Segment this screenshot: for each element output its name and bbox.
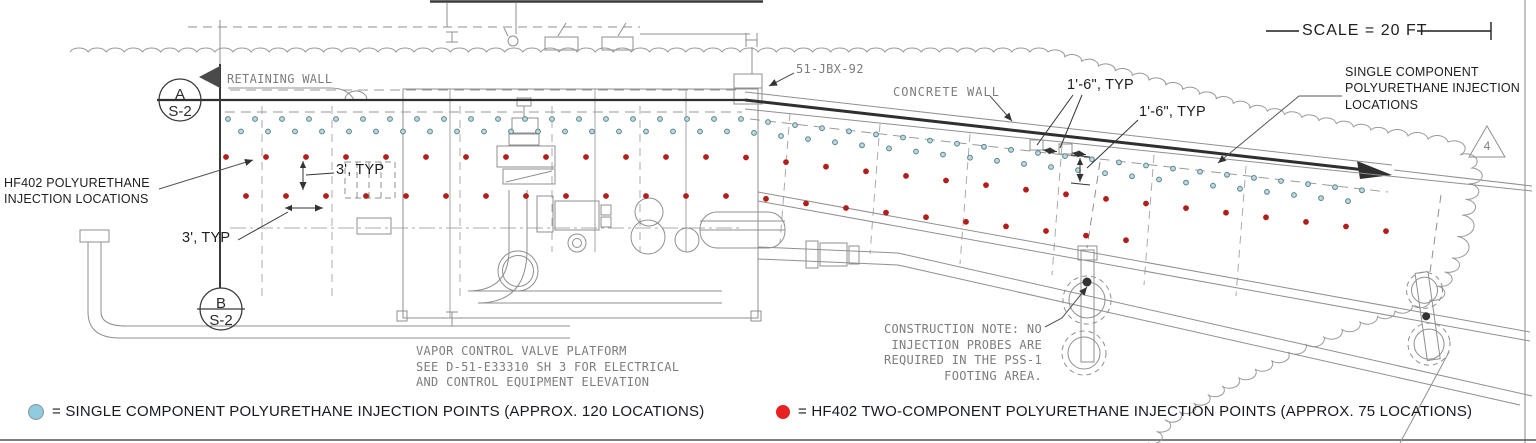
retaining-wall-label: RETAINING WALL bbox=[227, 72, 333, 86]
legend-single-component-text: = SINGLE COMPONENT POLYURETHANE INJECTIO… bbox=[52, 403, 705, 420]
scale-bar-lines bbox=[1266, 22, 1492, 40]
section-marker-a-letter: A bbox=[174, 86, 185, 103]
section-cut-line bbox=[199, 20, 221, 288]
vapor-platform-note: VAPOR CONTROL VALVE PLATFORM SEE D-51-E3… bbox=[416, 344, 680, 390]
platform-equipment-linework bbox=[344, 88, 786, 322]
pipes-linework bbox=[79, 191, 1533, 406]
label-leaders bbox=[158, 72, 1342, 328]
injection-point-dots bbox=[223, 116, 1389, 244]
revision-number: 4 bbox=[1483, 139, 1491, 153]
concrete-wall-label: CONCRETE WALL bbox=[893, 85, 1000, 99]
single-component-label: SINGLE COMPONENT POLYURETHANE INJECTION … bbox=[1345, 65, 1521, 112]
concrete-wall-linework bbox=[157, 87, 1533, 193]
legend-single-component: = SINGLE COMPONENT POLYURETHANE INJECTIO… bbox=[28, 403, 704, 420]
revision-triangle bbox=[1468, 125, 1506, 158]
revision-cloud bbox=[69, 47, 1483, 443]
hf402-label: HF402 POLYURETHANE INJECTION LOCATIONS bbox=[4, 176, 150, 207]
scale-bar-label: SCALE = 20 FT bbox=[1302, 22, 1428, 39]
section-marker-circles bbox=[158, 78, 245, 331]
junction-box-label: 51-JBX-92 bbox=[796, 62, 864, 76]
construction-note: CONSTRUCTION NOTE: NO INJECTION PROBES A… bbox=[883, 322, 1042, 383]
dim-3ft-label-a: 3', TYP bbox=[336, 162, 385, 178]
two-component-dot-icon bbox=[776, 404, 790, 419]
dim-3ft-label-b: 3', TYP bbox=[182, 230, 231, 246]
legend-two-component: = HF402 TWO-COMPONENT POLYURETHANE INJEC… bbox=[776, 403, 1472, 420]
dim-18in-label-a: 1'-6", TYP bbox=[1067, 77, 1134, 93]
section-marker-a-sheet: S-2 bbox=[168, 103, 192, 120]
dim-18in-label-b: 1'-6", TYP bbox=[1139, 104, 1206, 120]
single-component-dot-icon bbox=[28, 403, 44, 420]
footing-piles-linework bbox=[1061, 161, 1451, 443]
legend-two-component-text: = HF402 TWO-COMPONENT POLYURETHANE INJEC… bbox=[798, 403, 1473, 420]
dimension-annotations bbox=[237, 94, 1139, 241]
section-marker-b-letter: B bbox=[215, 295, 226, 312]
top-structures bbox=[188, 3, 763, 105]
section-marker-b-sheet: S-2 bbox=[209, 312, 233, 329]
